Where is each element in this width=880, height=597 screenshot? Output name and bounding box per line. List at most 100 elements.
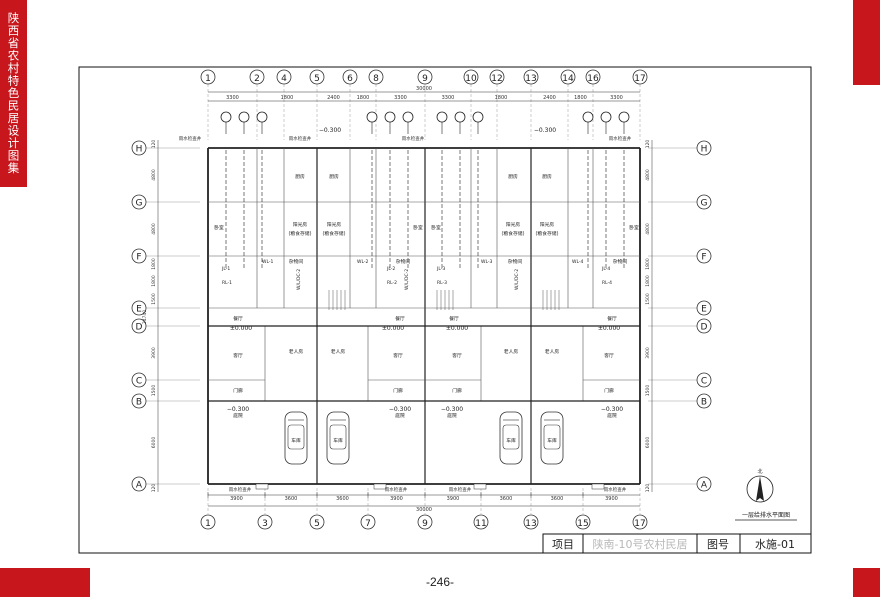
axis-label-top: 17 — [634, 74, 645, 84]
level-mark: −0.300 — [534, 127, 556, 134]
riser-bubble — [384, 111, 396, 123]
room-label-sunroom: 阳光房 — [293, 221, 308, 228]
dimension-text: 1500 — [151, 293, 157, 305]
pipe-tag-jl: JL-1 — [221, 266, 230, 272]
axis-bubble-top — [523, 69, 539, 85]
pipe-tag-rl: RL-4 — [602, 280, 612, 286]
car-icon — [540, 411, 564, 465]
car-icon — [499, 411, 523, 465]
room-label-storage: (粮食存储) — [289, 230, 312, 237]
dimension-text: 1800 — [357, 95, 370, 101]
axis-label-top: 10 — [465, 74, 477, 84]
drain-tag: W/L/DC-2 — [514, 269, 520, 290]
corner-accent-bottom-right — [853, 568, 880, 597]
room-label-sunroom: 阳光房 — [327, 221, 342, 228]
pipe-tag-rl: RL-3 — [437, 280, 447, 286]
pipe-tag-rl: RL-2 — [387, 280, 397, 286]
axis-label-right: F — [701, 253, 706, 263]
room-label-garage: 车库 — [506, 437, 516, 444]
dimension-text: 3900 — [390, 496, 403, 502]
room-label-bedroom: 卧室 — [629, 224, 639, 231]
drawing-frame — [78, 66, 812, 554]
axis-label-top: 8 — [373, 74, 379, 84]
room-label-living: 客厅 — [452, 352, 462, 359]
axis-bubble-left — [131, 393, 147, 409]
room-label-dining: 餐厅 — [607, 315, 617, 322]
axis-label-bottom: 5 — [314, 519, 320, 529]
dimension-text: 3300 — [394, 95, 407, 101]
room-labels: 雨水检查井雨水检查井雨水检查井雨水检查井雨水检查井雨水检查井雨水检查井雨水检查井… — [179, 127, 639, 493]
axis-bubble-bottom — [417, 514, 433, 530]
pipe-tag-jl: JL-3 — [436, 266, 445, 272]
axis-label-right: D — [701, 323, 708, 333]
drain-tag: W/L/DC-2 — [296, 269, 302, 290]
riser-bubble — [618, 111, 630, 123]
plumbing-pipes — [220, 111, 630, 270]
axis-bubble-left — [131, 476, 147, 492]
riser-bubble — [436, 111, 448, 123]
pipe-tag-jl: JL-2 — [386, 266, 395, 272]
corner-accent-top-right — [853, 0, 880, 85]
axis-label-left: B — [136, 398, 142, 408]
axis-bubble-top — [249, 69, 265, 85]
axis-label-right: H — [701, 145, 708, 155]
riser-bubble — [402, 111, 414, 123]
riser-bubble — [600, 111, 612, 123]
dimension-text: 3900 — [151, 347, 157, 359]
drawing-no-label: 图号 — [707, 538, 729, 551]
dimension-text: 1500 — [151, 385, 157, 397]
axis-bubble-top — [463, 69, 479, 85]
level-mark: ±0.000 — [598, 325, 620, 332]
room-label-utility: 杂物间 — [289, 258, 304, 265]
dimension-text: 4800 — [151, 223, 157, 235]
room-label-elder-room: 老人房 — [504, 348, 519, 355]
rain-outlet-label: 雨水检查井 — [229, 486, 252, 493]
drawing-caption: 一层给排水平面图 — [742, 511, 790, 519]
axis-label-top: 4 — [281, 74, 287, 84]
room-label-porch: 门廊 — [452, 387, 462, 394]
room-label-dining: 餐厅 — [395, 315, 405, 322]
room-label-courtyard: 庭院 — [395, 412, 405, 419]
room-label-dining: 餐厅 — [449, 315, 459, 322]
axis-label-top: 9 — [422, 74, 428, 84]
room-label-garage: 车库 — [333, 437, 343, 444]
pipe-tag-wl: WL-3 — [481, 259, 493, 265]
rain-outlet-label: 雨水检查井 — [402, 135, 425, 142]
axis-label-top: 12 — [491, 74, 502, 84]
room-label-kitchen: 厨房 — [295, 173, 305, 180]
axis-label-top: 16 — [587, 74, 599, 84]
room-label-living: 客厅 — [393, 352, 403, 359]
axis-label-left: D — [136, 323, 143, 333]
axis-label-right: B — [701, 398, 707, 408]
axis-bubble-top — [489, 69, 505, 85]
project-label: 项目 — [552, 538, 574, 551]
dimension-text: 3300 — [442, 95, 455, 101]
axis-bubble-top — [368, 69, 384, 85]
pipe-tag-wl: WL-2 — [357, 259, 369, 265]
axis-bubble-bottom — [309, 514, 325, 530]
riser-bubble — [238, 111, 250, 123]
dimension-text: 1800 — [495, 95, 508, 101]
room-label-kitchen: 厨房 — [542, 173, 552, 180]
room-label-utility: 杂物间 — [508, 258, 523, 265]
north-label: 北 — [757, 468, 762, 475]
dimension-text: 3900 — [230, 496, 243, 502]
dimension-text: 2400 — [543, 95, 556, 101]
rain-outlet-label: 雨水检查井 — [449, 486, 472, 493]
room-label-kitchen: 厨房 — [329, 173, 339, 180]
dimension-text: 4800 — [645, 169, 651, 181]
project-name: 陕南-10号农村民居 — [593, 537, 688, 551]
axis-bubble-bottom — [523, 514, 539, 530]
axis-bubble-right — [696, 300, 712, 316]
pipe-tag-jl: JL-4 — [601, 266, 610, 272]
axis-label-right: C — [701, 377, 707, 387]
car-roof — [287, 424, 305, 450]
axis-label-right: G — [701, 199, 708, 209]
dimension-text: 1800 — [645, 275, 651, 287]
dimension-text: 120 — [151, 140, 157, 149]
level-mark: ±0.000 — [382, 325, 404, 332]
axis-bubble-top — [585, 69, 601, 85]
room-label-bedroom: 卧室 — [431, 224, 441, 231]
room-label-bedroom: 卧室 — [413, 224, 423, 231]
